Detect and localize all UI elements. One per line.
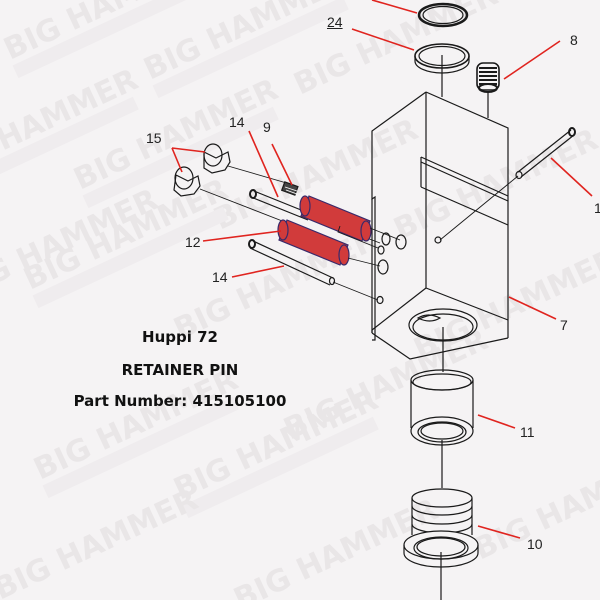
callout-12: 12	[185, 234, 201, 250]
part-name: RETAINER PIN	[121, 361, 239, 379]
part-10-bushing	[403, 488, 479, 568]
part-oring-top	[417, 2, 469, 28]
part-11-bushing	[410, 369, 474, 446]
part-7-block	[371, 91, 509, 360]
part-9-fitting	[280, 181, 299, 196]
part-number: Part Number: 415105100	[73, 392, 287, 410]
callout-8: 8	[570, 32, 578, 48]
callout-10: 10	[527, 536, 543, 552]
part-14-rod-lower	[248, 239, 379, 301]
part-15-caps	[173, 143, 291, 225]
callout-9: 9	[263, 119, 271, 135]
callout-14-upper: 14	[229, 114, 245, 130]
callout-1: 1	[594, 200, 600, 216]
part-8-spring	[476, 62, 500, 93]
leader-lines	[171, 0, 593, 539]
callout-11: 11	[520, 424, 535, 440]
product-model: Huppi 72	[142, 328, 218, 346]
callout-15: 15	[146, 130, 162, 146]
callout-14-lower: 14	[212, 269, 228, 285]
part-12-cylinders	[277, 195, 372, 266]
callout-24: 24	[327, 14, 343, 30]
part-1-pin	[439, 127, 576, 241]
callout-7: 7	[560, 317, 568, 333]
